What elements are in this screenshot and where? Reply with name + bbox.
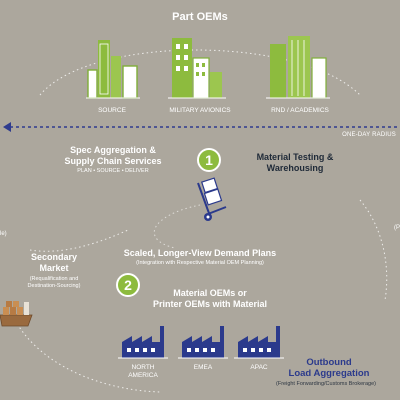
spec-aggregation-title: Spec Aggregation & Supply Chain Services	[48, 145, 178, 167]
hand-truck-icon	[197, 177, 227, 221]
material-line2: Printer OEMs with Material	[152, 299, 268, 309]
spec-subtitle: PLAN • SOURCE • DELIVER	[77, 168, 149, 174]
demand-plans-subtitle: (Integration with Respective Material OE…	[136, 260, 264, 266]
outer-dotted-arc	[39, 49, 361, 96]
secondary-sub-line1: (Requalification and	[29, 276, 79, 282]
step-2-badge: 2	[116, 273, 140, 297]
source-building-icon	[86, 40, 140, 99]
factory-north-america-icon	[118, 326, 168, 359]
region-na-line1: NORTH	[131, 364, 155, 371]
region-north-america-label: NORTH AMERICA	[118, 364, 168, 379]
material-oems-title: Material OEMs or Printer OEMs with Mater…	[120, 288, 300, 310]
secondary-market-title: Secondary Market	[14, 252, 94, 274]
rnd-building-icon	[266, 36, 330, 99]
factory-emea-icon	[178, 326, 228, 359]
outbound-line1: Outbound	[306, 357, 352, 368]
one-day-radius-label: ONE-DAY RADIUS	[342, 132, 396, 138]
military-building-icon	[168, 38, 226, 99]
secondary-market-subtitle: (Requalification and Destination-Sourcin…	[14, 276, 94, 290]
region-na-line2: AMERICA	[128, 371, 158, 379]
page-title: Part OEMs	[172, 11, 228, 23]
left-edge-text: le)	[0, 231, 7, 237]
outbound-title: Outbound Load Aggregation	[270, 357, 388, 379]
secondary-sub-line2: Destination-Sourcing)	[27, 283, 81, 289]
right-dotted-arc	[359, 199, 388, 301]
oem-rnd-label: RND / ACADEMICS	[271, 107, 329, 114]
oem-military-label: MILITARY AVIONICS	[169, 107, 231, 114]
factory-apac-icon	[234, 326, 284, 359]
right-edge-text: (P	[394, 225, 400, 231]
demand-plans-title: Scaled, Longer-View Demand Plans	[123, 248, 277, 258]
spec-title-line1: Spec Aggregation &	[70, 145, 156, 155]
radius-arrow-icon	[3, 122, 11, 132]
secondary-title-line2: Market	[39, 263, 69, 273]
material-line1: Material OEMs or	[173, 288, 247, 298]
region-emea-label: EMEA	[193, 364, 213, 371]
oem-source-label: SOURCE	[98, 107, 126, 114]
ship-icon	[0, 301, 33, 327]
left-dotted-arc	[29, 229, 129, 252]
outbound-subtitle: (Freight Forwarding/Customs Brokerage)	[276, 381, 376, 387]
step-1-badge: 1	[197, 148, 221, 172]
material-testing-title: Material Testing & Warehousing	[240, 152, 350, 174]
center-dotted-connector	[153, 204, 201, 249]
testing-line1: Material Testing &	[256, 152, 334, 162]
outbound-line2: Load Aggregation	[288, 368, 370, 379]
spec-title-line2: Supply Chain Services	[64, 156, 162, 166]
lower-dotted-arc	[14, 319, 161, 393]
testing-line2: Warehousing	[266, 163, 324, 173]
secondary-title-line1: Secondary	[30, 252, 78, 262]
region-apac-label: APAC	[250, 364, 268, 371]
